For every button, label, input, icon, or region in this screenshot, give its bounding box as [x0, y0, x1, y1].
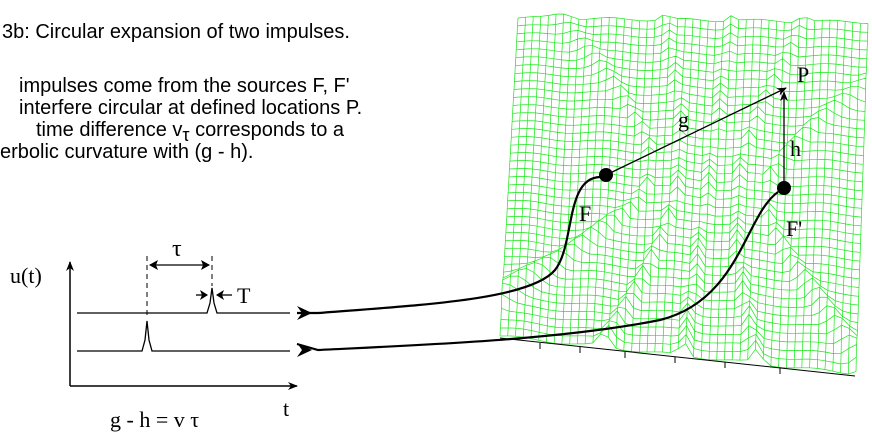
tau-arrow-right-head: [201, 260, 210, 270]
label-F: F: [579, 201, 591, 226]
caption-line-3: time difference vτ corresponds to a: [36, 119, 345, 145]
wave-surface-mesh-lines: [499, 13, 869, 375]
surface-base-axis: [499, 337, 856, 377]
caption-title: 3b: Circular expansion of two impulses.: [2, 21, 350, 43]
wave-surface-mesh: [499, 13, 869, 375]
label-P: P: [797, 62, 809, 87]
label-g: g: [678, 107, 689, 132]
connector-upper: [297, 175, 601, 320]
tau-label: τ: [172, 236, 182, 262]
vector-g: [605, 87, 787, 176]
width-arrow-left-head: [200, 290, 208, 300]
source-F-prime-dot: [777, 181, 791, 195]
source-F-dot: [599, 168, 613, 182]
connector-lower: [296, 191, 779, 357]
equation: g - h = v τ: [110, 407, 199, 432]
caption-block: 3b: Circular expansion of two impulses. …: [0, 0, 480, 190]
tau-arrow-left-head: [149, 260, 158, 270]
signal-trace-upper: [77, 287, 290, 314]
caption-line-3-prefix: time difference v: [36, 119, 183, 141]
caption-line-1: impulses come from the sources F, F': [19, 75, 350, 97]
signal-trace-lower: [77, 320, 290, 352]
caption-line-3-tau: τ: [182, 125, 190, 145]
signal-plot: u(t) t τ T g - h = v τ: [10, 236, 298, 432]
caption-line-2: interfere circular at defined locations …: [19, 97, 363, 119]
x-axis-label: t: [283, 396, 289, 421]
label-F-prime: F': [786, 216, 802, 241]
caption-line-4: erbolic curvature with (g - h).: [0, 141, 254, 163]
label-h: h: [790, 136, 801, 161]
y-axis-label: u(t): [10, 263, 42, 288]
width-arrow-right-head: [216, 290, 224, 300]
width-label: T: [237, 283, 251, 308]
caption-line-3-suffix: corresponds to a: [195, 119, 345, 141]
